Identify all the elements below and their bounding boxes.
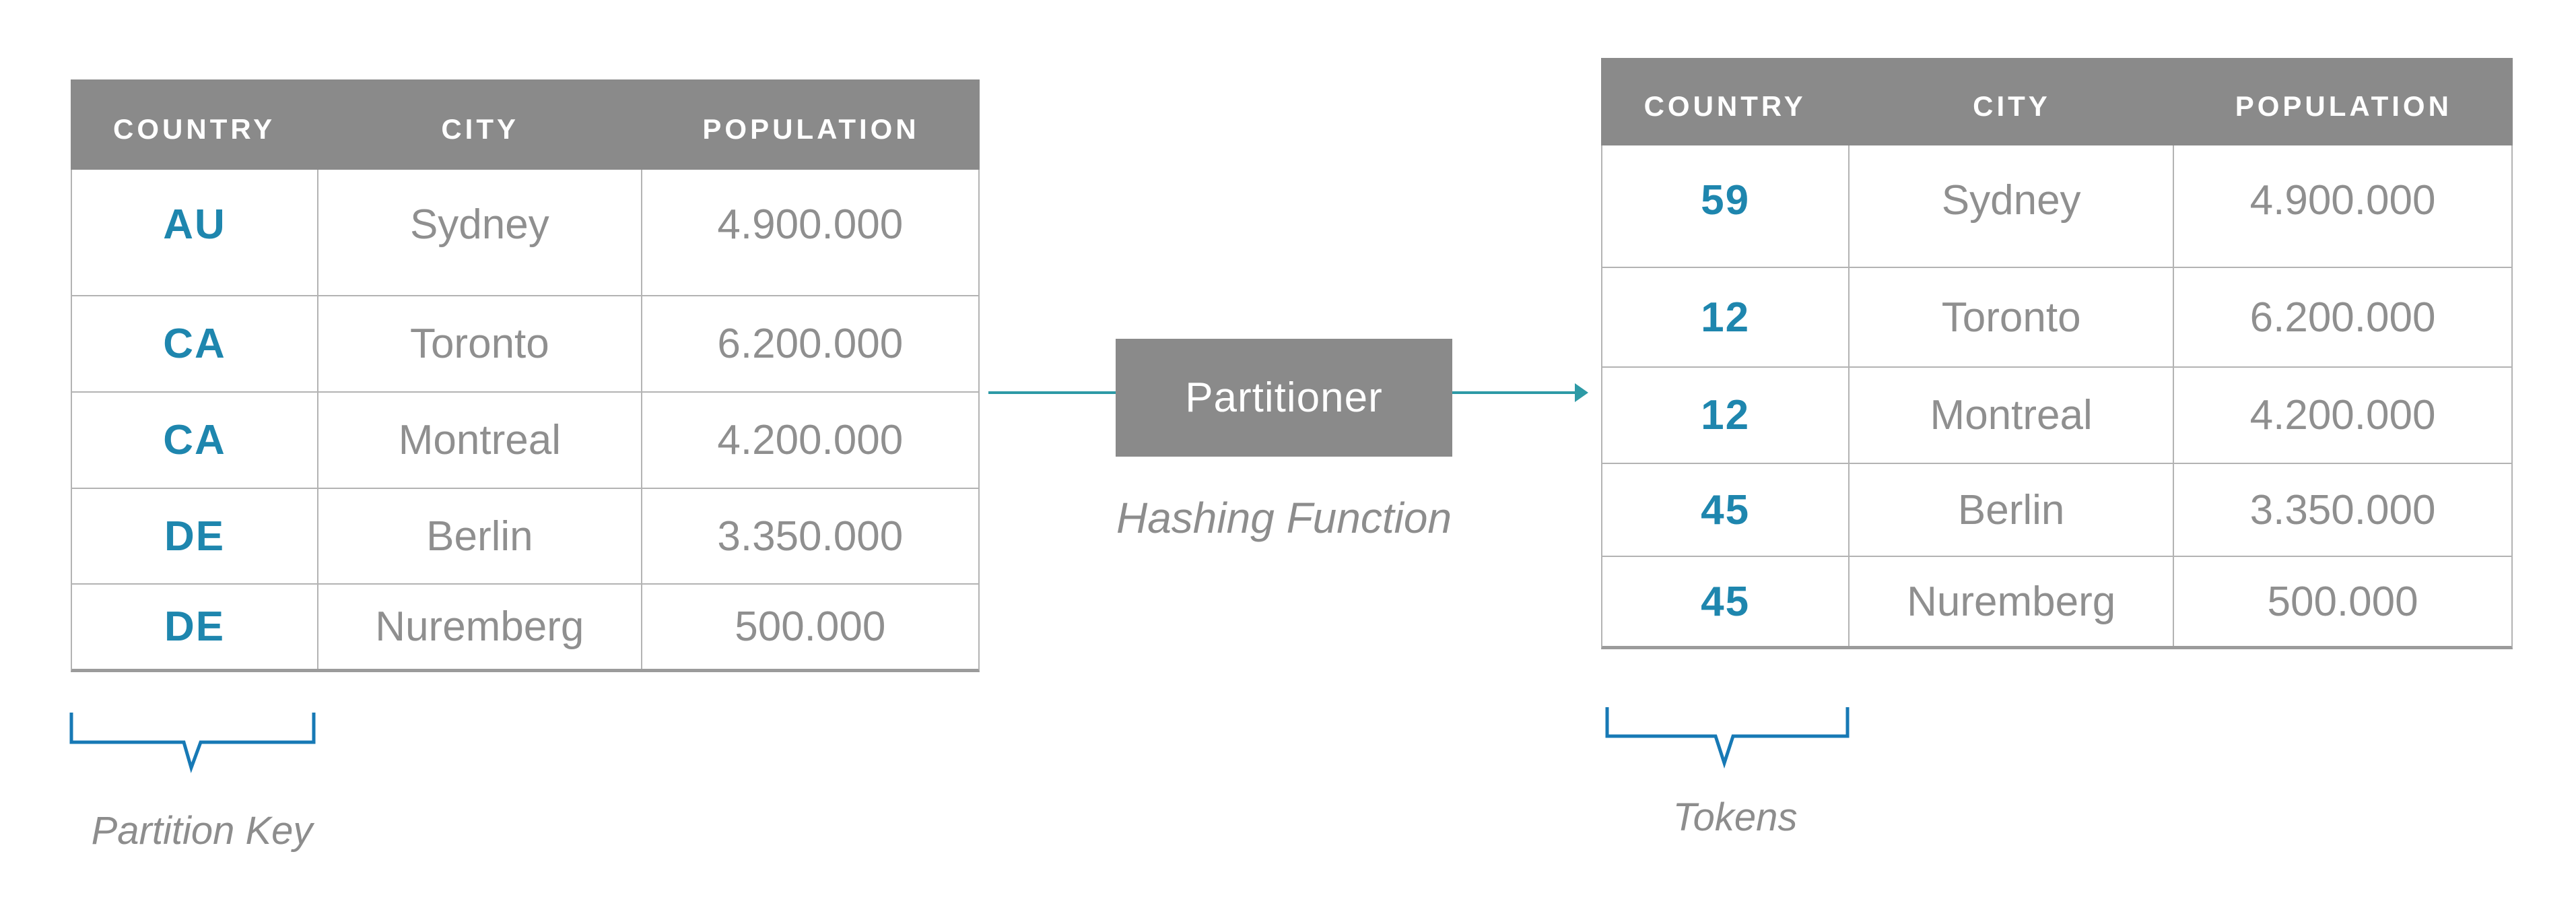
partitioner-label: Partitioner (1185, 374, 1383, 421)
cell-population: 4.200.000 (717, 417, 904, 463)
table-row: DE Nuremberg 500.000 (72, 585, 978, 669)
arrowhead-icon (1575, 383, 1588, 402)
arrow-from-partitioner (1452, 391, 1575, 394)
cell-partition-key: DE (72, 585, 319, 669)
header-city: CITY (441, 113, 519, 145)
partition-key-bracket (69, 713, 316, 774)
cell-token: 59 (1602, 145, 1850, 267)
cell-city: Berlin (318, 489, 642, 583)
cell-population: 6.200.000 (717, 321, 904, 367)
source-table-header-row: COUNTRY CITY POPULATION (71, 79, 980, 170)
table-row: 12 Toronto 6.200.000 (1602, 268, 2511, 368)
hashing-function-label: Hashing Function (1116, 494, 1452, 542)
bracket-shape (1605, 707, 1850, 769)
tokens-label: Tokens (1672, 795, 1798, 839)
table-row: 45 Berlin 3.350.000 (1602, 464, 2511, 557)
token-table-body: 59 Sydney 4.900.000 12 Toronto 6.200.000… (1601, 145, 2513, 649)
source-table: COUNTRY CITY POPULATION AU Sydney 4.900.… (71, 79, 980, 672)
cell-city: Sydney (318, 170, 642, 295)
cell-city: Toronto (1850, 268, 2175, 366)
cell-city: Nuremberg (318, 585, 642, 669)
cell-population: 500.000 (2267, 578, 2418, 625)
cell-population: 4.200.000 (2249, 392, 2436, 438)
cell-city: Nuremberg (1850, 557, 2175, 646)
arrow-to-partitioner (988, 391, 1116, 394)
cell-partition-key: CA (72, 393, 319, 488)
source-table-body: AU Sydney 4.900.000 CA Toronto 6.200.000… (71, 170, 980, 672)
header-city: CITY (1973, 90, 2051, 122)
cell-token: 12 (1602, 268, 1850, 366)
table-row: CA Montreal 4.200.000 (72, 393, 978, 489)
partitioner-box: Partitioner (1116, 339, 1452, 457)
cell-population: 3.350.000 (717, 513, 904, 560)
bracket-shape (69, 713, 316, 774)
cell-city: Toronto (318, 296, 642, 391)
cell-population: 4.900.000 (717, 201, 904, 248)
cell-city: Sydney (1850, 145, 2175, 267)
header-country: COUNTRY (113, 113, 276, 145)
cell-city: Montreal (1850, 368, 2175, 463)
cell-partition-key: DE (72, 489, 319, 583)
cell-city: Berlin (1850, 464, 2175, 556)
header-country: COUNTRY (1643, 90, 1806, 122)
token-table-header-row: COUNTRY CITY POPULATION (1601, 58, 2513, 145)
table-row: 12 Montreal 4.200.000 (1602, 368, 2511, 464)
header-population: POPULATION (702, 113, 920, 145)
tokens-bracket (1605, 707, 1850, 769)
cell-population: 500.000 (735, 603, 886, 650)
table-row: 45 Nuremberg 500.000 (1602, 557, 2511, 646)
table-row: DE Berlin 3.350.000 (72, 489, 978, 585)
cell-population: 6.200.000 (2249, 294, 2436, 341)
cell-city: Montreal (318, 393, 642, 488)
table-row: AU Sydney 4.900.000 (72, 170, 978, 296)
partition-key-label: Partition Key (91, 809, 313, 853)
table-row: CA Toronto 6.200.000 (72, 296, 978, 393)
cell-partition-key: CA (72, 296, 319, 391)
cell-population: 4.900.000 (2249, 177, 2436, 224)
cell-population: 3.350.000 (2249, 486, 2436, 533)
table-row: 59 Sydney 4.900.000 (1602, 145, 2511, 268)
cell-token: 45 (1602, 464, 1850, 556)
cell-partition-key: AU (72, 170, 319, 295)
cell-token: 45 (1602, 557, 1850, 646)
token-table: COUNTRY CITY POPULATION 59 Sydney 4.900.… (1601, 58, 2513, 649)
header-population: POPULATION (2235, 90, 2452, 122)
cell-token: 12 (1602, 368, 1850, 463)
